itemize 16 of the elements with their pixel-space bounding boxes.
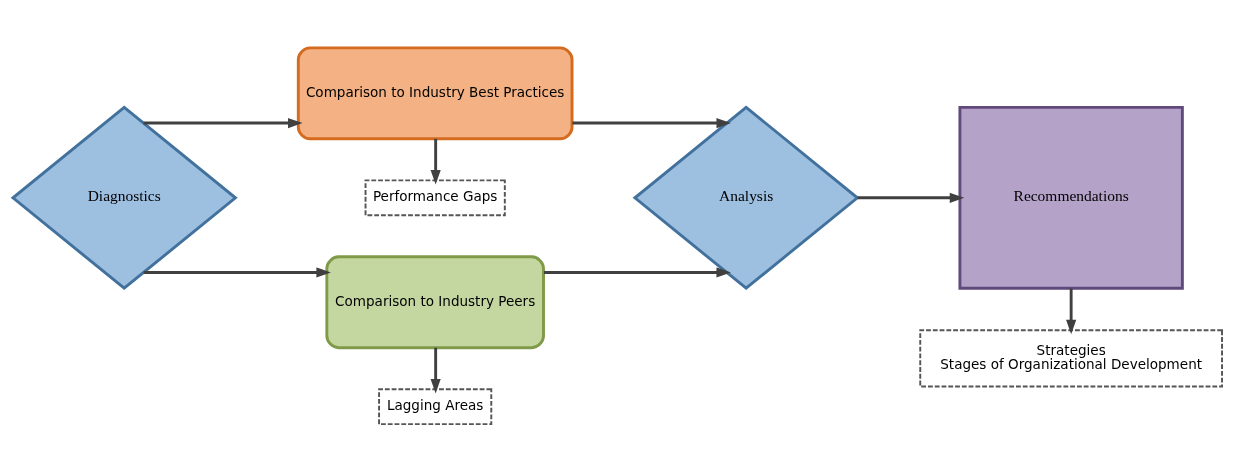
arrow xyxy=(543,267,731,278)
arrow xyxy=(430,347,441,394)
node-box: Comparison to Industry Best Practices xyxy=(296,46,574,141)
arrow xyxy=(143,267,331,278)
node-box: Strategies Stages of Organizational Development xyxy=(919,329,1223,388)
arrow xyxy=(572,118,731,129)
arrow xyxy=(1066,288,1077,335)
node-box: Lagging Areas xyxy=(378,388,493,426)
arrow xyxy=(430,138,441,185)
node-box: Performance Gaps xyxy=(364,179,506,217)
node-diamond: Analysis xyxy=(632,105,860,291)
arrow xyxy=(857,192,965,203)
arrow xyxy=(143,118,303,129)
node-box: Recommendations xyxy=(958,105,1184,290)
node-diamond: Diagnostics xyxy=(10,105,238,291)
node-box: Comparison to Industry Peers xyxy=(325,255,545,350)
